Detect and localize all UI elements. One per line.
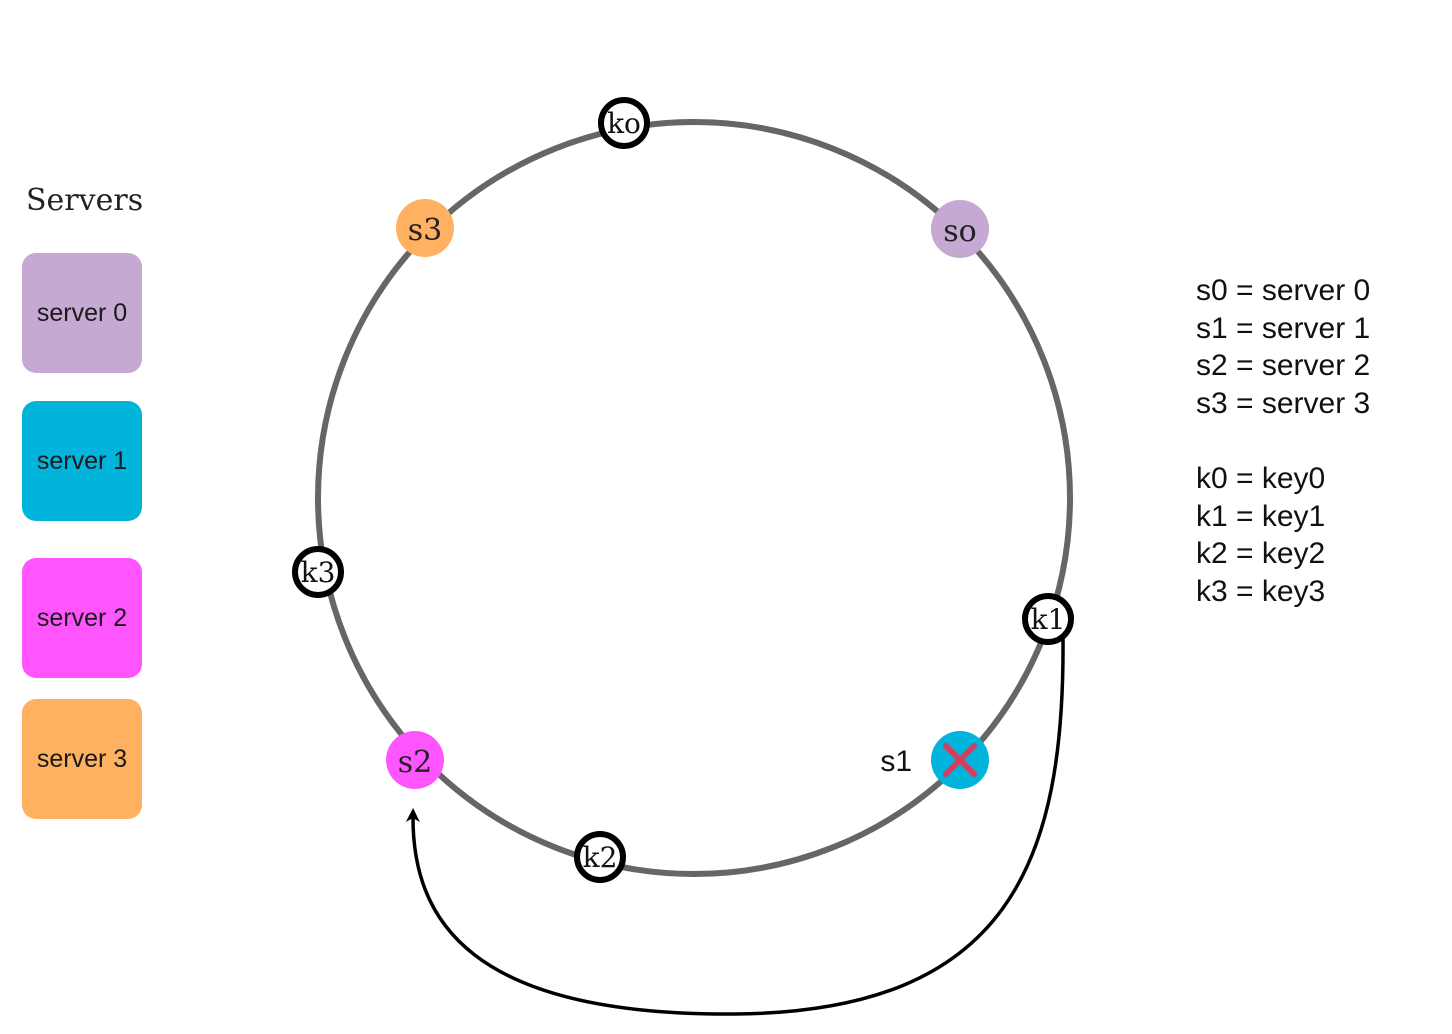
ring-server-s3[interactable]: s3 bbox=[396, 199, 454, 257]
key-definition: k0 = key0 bbox=[1196, 462, 1326, 495]
hash-ring bbox=[315, 119, 1073, 877]
server-definition: s1 = server 1 bbox=[1196, 311, 1371, 345]
ring-key-k3[interactable]: k3 bbox=[292, 546, 344, 598]
ring-key-k0-label: ko bbox=[607, 107, 641, 140]
ring-server-s2[interactable]: s2 bbox=[386, 731, 444, 789]
ring-key-k0[interactable]: ko bbox=[598, 97, 650, 149]
ring-key-k3-label: k3 bbox=[301, 556, 336, 589]
ring-server-s1-label: s1 bbox=[880, 745, 912, 778]
server-0-box[interactable]: server 0 bbox=[22, 253, 142, 373]
ring-key-k1-label: k1 bbox=[1031, 603, 1066, 636]
server-3-box[interactable]: server 3 bbox=[22, 699, 142, 819]
server-2-box[interactable]: server 2 bbox=[22, 558, 142, 678]
key-definition: k1 = key1 bbox=[1196, 499, 1326, 533]
legend-title: Servers bbox=[26, 183, 144, 218]
ring-key-k2[interactable]: k2 bbox=[574, 831, 626, 883]
ring-server-s2-label: s2 bbox=[398, 745, 432, 780]
key-definition: k2 = key2 bbox=[1196, 537, 1326, 570]
ring-key-k1[interactable]: k1 bbox=[1022, 593, 1074, 645]
ring-server-s0-label: so bbox=[943, 214, 976, 249]
server-1-box[interactable]: server 1 bbox=[22, 401, 142, 521]
ring-key-k2-label: k2 bbox=[583, 841, 618, 874]
server-definition: s3 = server 3 bbox=[1196, 386, 1371, 420]
server-definition: s0 = server 0 bbox=[1196, 274, 1371, 307]
ring-server-s3-label: s3 bbox=[408, 213, 442, 248]
server-definitions: s0 = server 0 s1 = server 1 s2 = server … bbox=[1196, 272, 1370, 422]
removed-x-icon bbox=[943, 743, 977, 777]
ring-server-s0[interactable]: so bbox=[931, 200, 989, 258]
ring-server-s1[interactable]: s1 bbox=[880, 731, 989, 789]
server-definition: s2 = server 2 bbox=[1196, 349, 1371, 382]
key-definition: k3 = key3 bbox=[1196, 574, 1326, 608]
redirect-arrow bbox=[405, 635, 1065, 1016]
key-definitions: k0 = key0 k1 = key1 k2 = key2 k3 = key3 bbox=[1196, 460, 1325, 610]
